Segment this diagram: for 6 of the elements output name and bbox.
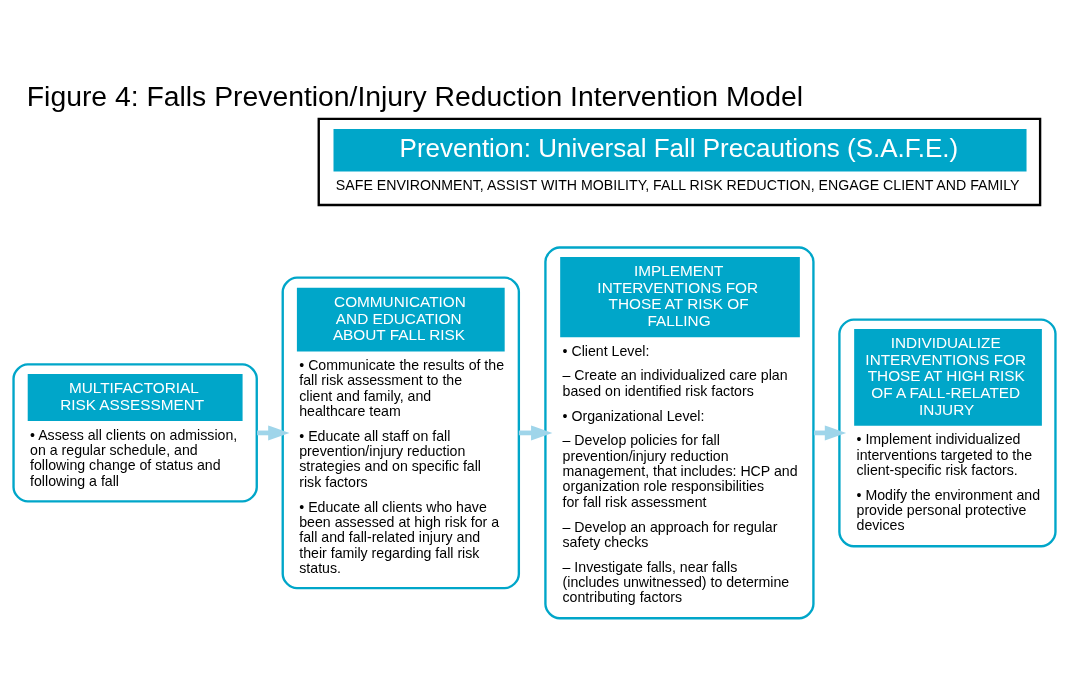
node-box: Prevention: Universal Fall Precautions (S.A.F.E.) SAFE ENVIRONMENT, ASSIST WITH MOBILITY, FALL RISK REDUCTION, ENGAGE CLIENT AND FAMILY	[317, 117, 1042, 206]
node-box: IMPLEMENT INTERVENTIONS FOR THOSE AT RISK OF FALLING • Client Level: – Create an individualized care plan based on identified risk factors • Organizational Level: – Develop policies for fall prevention/injury reduction management, that includes: HCP and organization role responsibilities for fall risk assessment – Develop an approach for regular safety checks – Investigate falls, near falls (includes unwitnessed) to determine contributing factors	[544, 245, 815, 619]
node-box: MULTIFACTORIAL RISK ASSESSMENT • Assess all clients on admission, on a regular schedule, and following change of status and following a fall	[12, 362, 258, 503]
diagram-title: Figure 4: Falls Prevention/Injury Reduction Intervention Model	[26, 79, 804, 112]
node-box: INDIVIDUALIZE INTERVENTIONS FOR THOSE AT HIGH RISK OF A FALL-RELATED INJURY • Implement individualized interventions targeted to the client-specific risk factors. • Modify the environment and provide personal protective devices	[838, 317, 1057, 547]
node-box: COMMUNICATION AND EDUCATION ABOUT FALL RISK • Communicate the results of the fall risk assessment to the client and family, and healthcare team • Educate all staff on fall prevention/injury reduction strategies and on specific fall risk factors • Educate all clients who have been assessed at high risk for a fall and fall-related injury and their family regarding fall risk status.	[281, 276, 521, 589]
